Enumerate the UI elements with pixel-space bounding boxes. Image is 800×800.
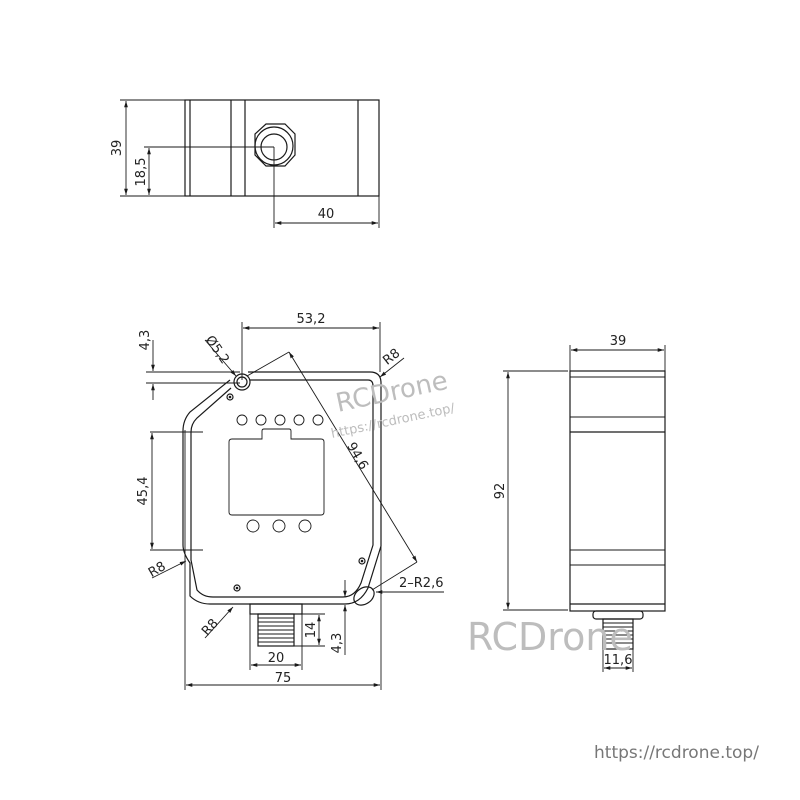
dim-diagonal: 94,6 [343, 440, 370, 473]
dim-overall-width: 75 [275, 671, 292, 686]
dim-side-depth: 39 [610, 334, 627, 349]
dim-inner-height: 45,4 [136, 477, 151, 506]
dim-connector-length: 14 [304, 622, 319, 639]
dim-hole-diameter: Ø5,2 [202, 333, 232, 367]
dim-bottom-offset: 4,3 [330, 633, 345, 654]
dim-radius-bottom: R8 [199, 616, 222, 639]
dim-top-offset: 40 [318, 207, 335, 222]
dim-side-height: 92 [493, 483, 508, 500]
front-view: 53,2 4,3 Ø5,2 R8 94,6 45,4 R8 R8 2–R2,6 [136, 312, 444, 690]
top-view: 39 18,5 40 [110, 99, 380, 228]
dim-radius-left: R8 [146, 559, 168, 581]
dim-top-center-height: 18,5 [134, 158, 149, 187]
dim-radius-top-right: R8 [380, 346, 403, 368]
dim-hole-spacing: 53,2 [297, 312, 326, 327]
dim-connector-diameter: 11,6 [604, 653, 633, 668]
dim-slot: 2–R2,6 [399, 576, 443, 591]
watermark-brand-large: RCDrone [467, 615, 633, 659]
dim-top-height: 39 [110, 140, 125, 157]
footer-url: https://rcdrone.top/ [594, 743, 759, 763]
dim-connector-width: 20 [268, 651, 285, 666]
dim-top-offset-4-3: 4,3 [138, 330, 153, 351]
side-view: 39 92 11,6 [493, 334, 666, 672]
